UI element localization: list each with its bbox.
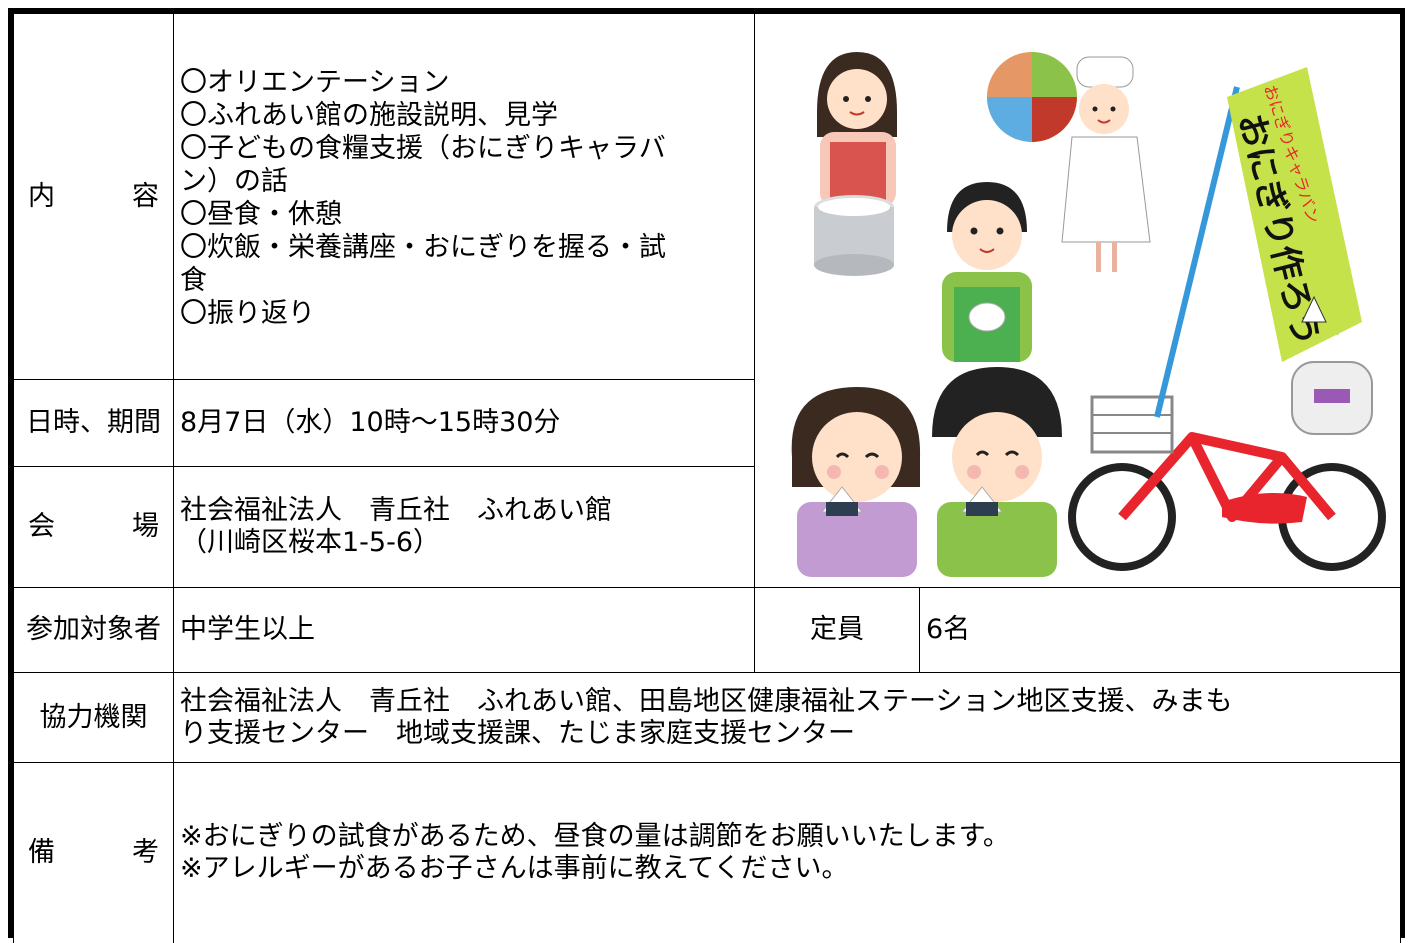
partners-label: 協力機関 xyxy=(13,672,174,763)
content-line: 〇振り返り xyxy=(180,298,315,329)
content-line: 〇ふれあい館の施設説明、見学 xyxy=(180,100,558,131)
capacity-value: 6名 xyxy=(919,587,1401,673)
boy-making-onigiri-icon xyxy=(941,181,1032,362)
venue-label: 会 場 xyxy=(13,466,174,588)
event-info-table: 内 容 〇オリエンテーション 〇ふれあい館の施設説明、見学 〇子どもの食糧支援（… xyxy=(13,13,1401,943)
nutritionist-with-food-chart-icon xyxy=(986,51,1151,272)
row-partners: 協力機関 社会福祉法人 青丘社 ふれあい館、田島地区健康福祉ステーション地区支援… xyxy=(13,672,1401,763)
target-label: 参加対象者 xyxy=(13,587,174,673)
row-venue: 会 場 社会福祉法人 青丘社 ふれあい館 （川崎区桜本1-5-6） xyxy=(13,466,1401,588)
row-notes: 備 考 ※おにぎりの試食があるため、昼食の量は調節をお願いいたします。 ※アレル… xyxy=(13,762,1401,943)
outer-frame xyxy=(8,8,1405,938)
notes-label: 備 考 xyxy=(13,762,174,943)
content-line: 〇昼食・休憩 xyxy=(180,199,342,230)
datetime-value: 8月7日（水）10時～15時30分 xyxy=(173,379,755,467)
target-value: 中学生以上 xyxy=(173,587,755,673)
content-list: 〇オリエンテーション 〇ふれあい館の施設説明、見学 〇子どもの食糧支援（おにぎり… xyxy=(173,13,755,380)
venue-value: 社会福祉法人 青丘社 ふれあい館 （川崎区桜本1-5-6） xyxy=(173,466,755,588)
content-line: 〇子どもの食糧支援（おにぎりキャラバ xyxy=(180,133,666,164)
bicycle-icon xyxy=(1067,310,1386,571)
notes-value: ※おにぎりの試食があるため、昼食の量は調節をお願いいたします。 ※アレルギーがあ… xyxy=(173,762,1401,943)
partners-value: 社会福祉法人 青丘社 ふれあい館、田島地区健康福祉ステーション地区支援、みまも … xyxy=(173,672,1401,763)
row-datetime: 日時、期間 8月7日（水）10時～15時30分 xyxy=(13,379,1401,467)
boy-eating-onigiri-icon xyxy=(931,366,1062,577)
datetime-label: 日時、期間 xyxy=(13,379,174,467)
onigiri-illustration: おにぎりキャラバン おにぎり作ろう xyxy=(754,13,1401,588)
row-target: 参加対象者 中学生以上 定員 6名 xyxy=(13,587,1401,673)
content-line: 〇オリエンテーション xyxy=(180,67,450,98)
capacity-label: 定員 xyxy=(754,587,920,673)
content-line: ン）の話 xyxy=(180,166,288,197)
girl-eating-onigiri-icon xyxy=(791,386,920,577)
content-line: 食 xyxy=(180,265,207,296)
content-label: 内 容 xyxy=(13,13,174,380)
content-line: 〇炊飯・栄養講座・おにぎりを握る・試 xyxy=(180,232,666,263)
row-content: 内 容 〇オリエンテーション 〇ふれあい館の施設説明、見学 〇子どもの食糧支援（… xyxy=(13,13,1401,588)
onigiri-caravan-illustration: おにぎりキャラバン おにぎり作ろう xyxy=(791,51,1386,577)
woman-with-rice-pot-icon xyxy=(813,51,897,276)
